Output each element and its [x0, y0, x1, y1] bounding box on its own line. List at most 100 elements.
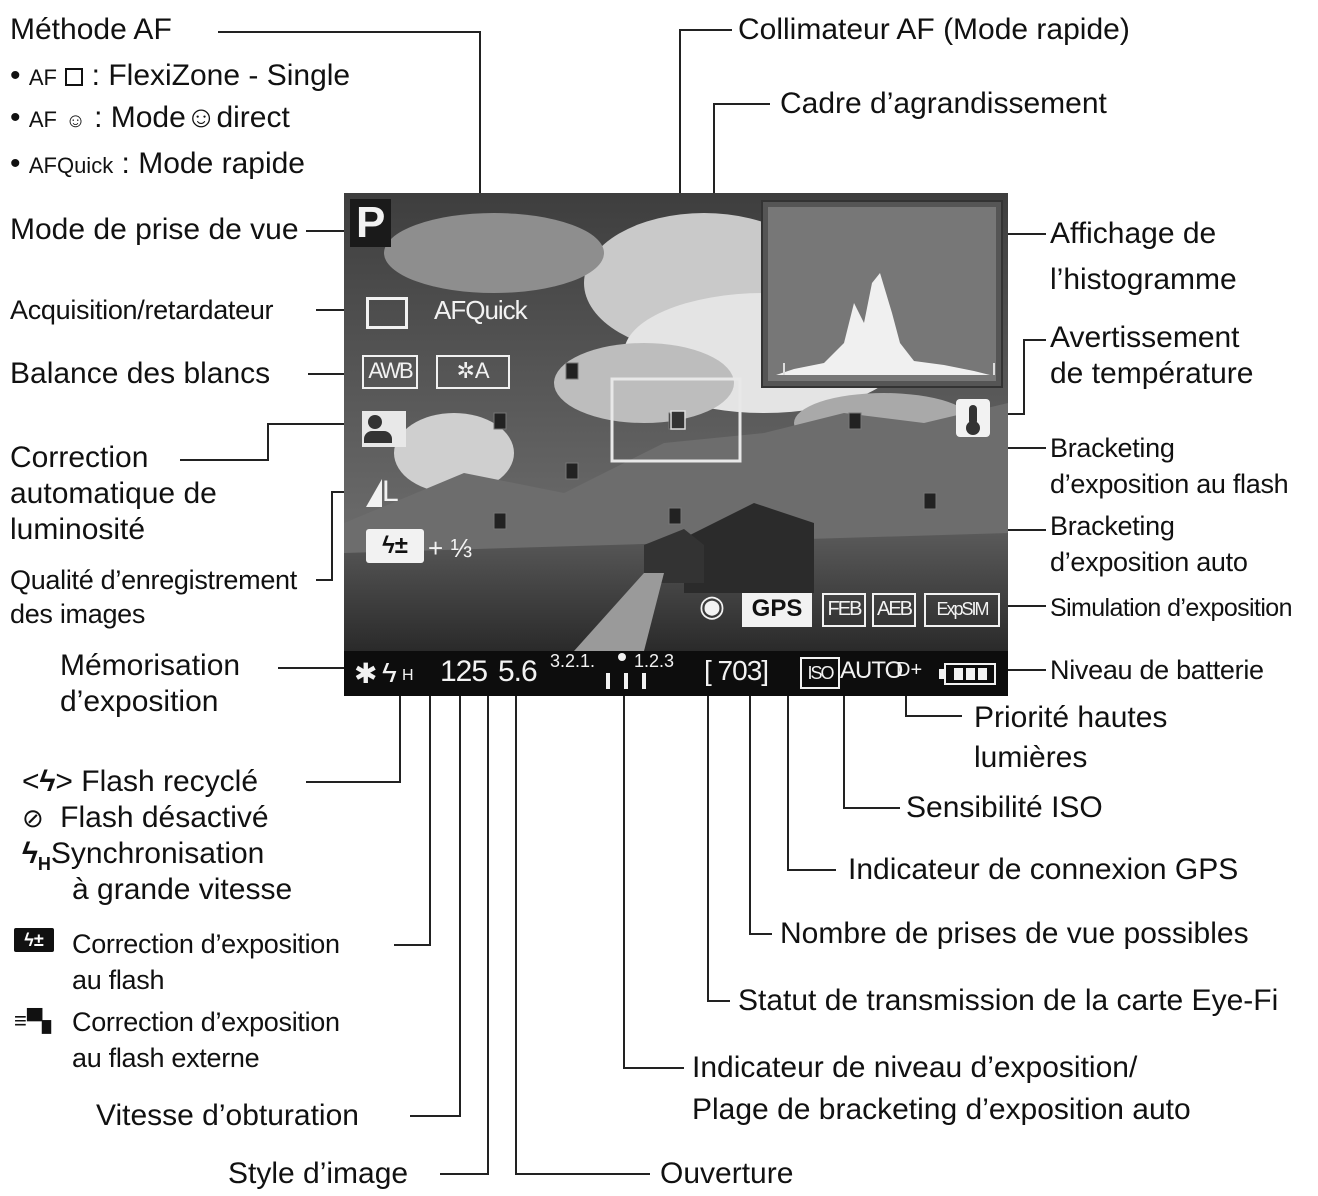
- label-flash-ready: <ϟ> Flash recyclé: [22, 764, 258, 800]
- label-gps: Indicateur de connexion GPS: [848, 853, 1239, 886]
- flash-ready-text: Flash recyclé: [81, 765, 259, 798]
- label-ae-lock-2: d’exposition: [60, 685, 219, 718]
- label-aeb-1: Bracketing: [1050, 511, 1175, 541]
- label-quality-2: des images: [10, 599, 146, 629]
- flash-hss-icon: ϟH: [22, 837, 51, 874]
- iso-label: ISO: [800, 657, 840, 689]
- af-face-prefix: AF: [28, 107, 57, 132]
- drive-single-icon: [366, 297, 408, 329]
- aeb-indicator: AEB: [872, 593, 916, 627]
- label-htp-2: lumières: [974, 741, 1088, 774]
- hss-text-1: Synchronisation: [50, 837, 265, 870]
- exposure-scale-left: 3.2.1.: [550, 651, 596, 671]
- label-feb-2: d’exposition au flash: [1050, 469, 1289, 499]
- eyefi-icon: ◉: [698, 590, 726, 623]
- ae-lock-icon: ✱: [354, 658, 378, 689]
- leader-shutter: [410, 690, 461, 1117]
- auto-lighting-optimizer-icon: [362, 411, 406, 447]
- af-flexizone-text: : FlexiZone - Single: [91, 59, 351, 92]
- iso-value: AUTO: [840, 657, 903, 684]
- exposure-scale-right: 1.2.3: [634, 651, 675, 671]
- af-flexizone-prefix: AF: [28, 65, 57, 90]
- scene-photo: [344, 193, 1008, 651]
- label-af-flexizone: • AF : FlexiZone - Single: [10, 59, 351, 92]
- live-view-screen: P AFQuick AWB ✲A L ϟ± + ⅓ ◉ GPS FEB AEB …: [344, 193, 1008, 696]
- label-battery: Niveau de batterie: [1050, 655, 1264, 685]
- aperture-value: 5.6: [498, 655, 538, 688]
- label-shooting-mode: Mode de prise de vue: [10, 213, 299, 246]
- label-magnify: Cadre d’agrandissement: [780, 87, 1107, 120]
- label-flash-disabled: ⊘ Flash désactivé: [22, 800, 269, 836]
- label-htp-1: Priorité hautes: [974, 701, 1168, 734]
- flash-comp-legend-icon: ϟ±: [14, 928, 54, 952]
- label-feb-1: Bracketing: [1050, 433, 1175, 463]
- info-bar: ✱ ϟ H 125 5.6 3.2.1. 1.2.3 [ 703] ISO AU…: [344, 651, 1008, 696]
- picture-style-icon: ✲: [456, 358, 475, 383]
- label-histogram-2: l’histogramme: [1050, 263, 1237, 296]
- label-expsim: Simulation d’exposition: [1050, 594, 1293, 622]
- label-exposure-1: Indicateur de niveau d’exposition/: [692, 1051, 1138, 1084]
- label-af-point: Collimateur AF (Mode rapide): [738, 13, 1130, 46]
- flash-disabled-text: Flash désactivé: [60, 801, 269, 834]
- af-face-text-b: direct: [216, 101, 290, 134]
- label-efec-1: Correction d’exposition: [72, 1007, 340, 1037]
- label-temp-1: Avertissement: [1050, 321, 1240, 354]
- label-quality-1: Qualité d’enregistrement: [10, 565, 297, 595]
- label-alo-2: automatique de: [10, 477, 217, 510]
- label-af-method: Méthode AF: [10, 13, 172, 46]
- battery-icon: [939, 663, 996, 685]
- highlight-tone-priority: D+: [896, 659, 923, 681]
- shooting-mode-indicator: P: [350, 199, 392, 247]
- label-fec-2: au flash: [72, 965, 165, 995]
- label-iso: Sensibilité ISO: [906, 791, 1103, 824]
- flash-off-icon: ⊘: [22, 803, 44, 833]
- feb-indicator: FEB: [822, 593, 866, 627]
- external-flash-icon: ≡▀▖: [14, 1008, 60, 1033]
- label-hss-2: à grande vitesse: [72, 873, 293, 906]
- face-icon: ☺: [65, 110, 86, 132]
- wb-indicator: AWB: [362, 355, 418, 389]
- flash-icon: ϟ: [39, 765, 56, 798]
- exposure-marker: [618, 653, 626, 661]
- gps-indicator: GPS: [742, 593, 812, 627]
- shutter-speed: 125: [440, 655, 488, 688]
- flash-comp-icon: ϟ±: [366, 529, 424, 563]
- quality-large-fine-icon: [366, 479, 382, 507]
- leader-flash-ready: [306, 688, 401, 783]
- label-af-quick: • AFQuick : Mode rapide: [10, 147, 305, 180]
- label-wb: Balance des blancs: [10, 357, 271, 390]
- expsim-indicator: ExpSIM: [924, 593, 1000, 627]
- picture-style-indicator: ✲A: [436, 355, 510, 389]
- label-efec-2: au flash externe: [72, 1043, 260, 1073]
- picture-style-value: A: [474, 358, 490, 383]
- bracket-open: <: [22, 765, 40, 798]
- af-quick-prefix: AFQuick: [28, 153, 114, 178]
- leader-iso: [843, 690, 900, 809]
- label-eyefi: Statut de transmission de la carte Eye-F…: [738, 984, 1279, 1017]
- label-drive: Acquisition/retardateur: [10, 295, 274, 325]
- bracket-close: >: [55, 765, 73, 798]
- flash-comp-value: + ⅓: [428, 533, 473, 563]
- af-quick-indicator: AFQuick: [434, 295, 528, 325]
- label-alo-3: luminosité: [10, 513, 146, 546]
- label-exposure-2: Plage de bracketing d’exposition auto: [692, 1093, 1191, 1126]
- leader-exposure: [623, 690, 684, 1069]
- af-quick-text: : Mode rapide: [121, 147, 305, 180]
- af-face-text-a: : Mode: [94, 101, 186, 134]
- leader-aperture: [515, 690, 650, 1175]
- label-temp-2: de température: [1050, 357, 1254, 390]
- face-icon-bold: ☺: [185, 101, 217, 134]
- label-picture-style: Style d’image: [228, 1157, 409, 1190]
- label-aperture: Ouverture: [660, 1157, 794, 1190]
- leader-alo: [180, 423, 362, 461]
- shots-remaining: [ 703]: [704, 655, 769, 686]
- label-aeb-2: d’exposition auto: [1050, 547, 1248, 577]
- flash-ready-icon: ϟ: [382, 657, 397, 688]
- label-alo-1: Correction: [10, 441, 149, 474]
- label-hss-1: ϟHSynchronisation: [22, 836, 264, 882]
- label-histogram-1: Affichage de: [1050, 217, 1217, 250]
- label-shots: Nombre de prises de vue possibles: [780, 917, 1249, 950]
- af-square-icon: [65, 68, 84, 87]
- label-shutter: Vitesse d’obturation: [96, 1099, 359, 1132]
- label-fec-1: Correction d’exposition: [72, 929, 340, 959]
